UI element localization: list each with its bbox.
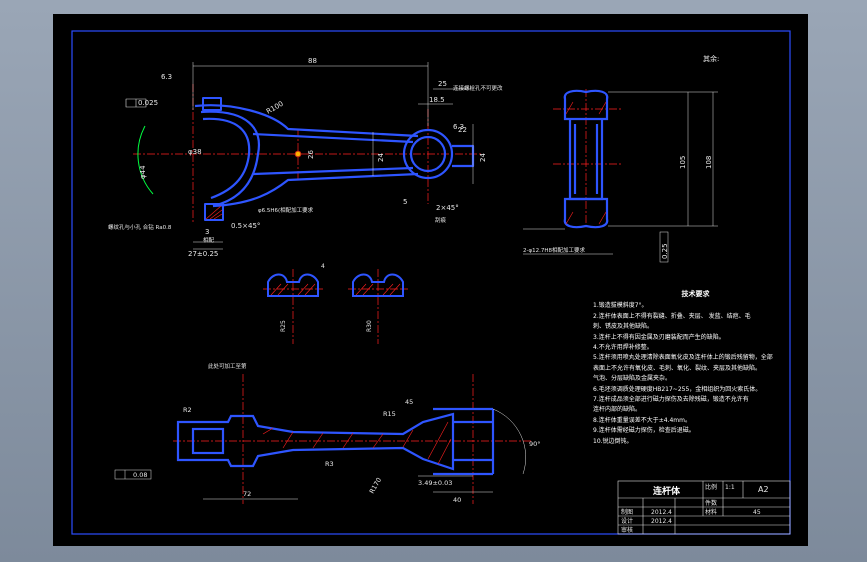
dimension-lines bbox=[192, 62, 474, 250]
designer-label: 设计 bbox=[621, 517, 633, 525]
dim-6-3b: 6.3 bbox=[161, 73, 172, 81]
arc-marker bbox=[137, 125, 154, 195]
drawing-sheet: 88 25 R100 18.5 6.3 26 24 24 22 5 2×45° … bbox=[53, 14, 808, 546]
ratio-value: 1:1 bbox=[725, 484, 735, 491]
tech-req-item: 4.不允许用焊补修整。 bbox=[593, 344, 653, 352]
dim-0-25: 0.25 bbox=[661, 243, 669, 259]
tech-req-title: 技术要求 bbox=[681, 290, 710, 298]
cad-drawing-canvas: 88 25 R100 18.5 6.3 26 24 24 22 5 2×45° … bbox=[71, 30, 791, 535]
material-label: 材料 bbox=[705, 508, 717, 516]
annotation-7: 此处可加工至第 bbox=[208, 362, 247, 370]
tech-req-item: 5.连杆须用喷丸处理清除表面氧化皮及连杆体上的锻后残留物，全部 bbox=[593, 354, 773, 362]
dim-24: 24 bbox=[377, 153, 385, 162]
dim-r100: R100 bbox=[265, 100, 285, 116]
dim-88: 88 bbox=[308, 57, 317, 65]
dim-0-08: 0.08 bbox=[133, 471, 147, 479]
dim-24b: 24 bbox=[479, 153, 487, 162]
dim-r3: R3 bbox=[325, 460, 334, 468]
tech-req-item: 连杆内部的缺陷。 bbox=[593, 406, 642, 414]
dim-r170: R170 bbox=[368, 476, 383, 495]
dim-45: 45 bbox=[405, 398, 413, 406]
tech-req-item: 9.连杆体需经磁力探伤，检查后退磁。 bbox=[593, 427, 695, 435]
dim-6-3: 6.3 bbox=[453, 123, 464, 131]
dim-r2: R2 bbox=[183, 406, 192, 414]
sheet-size: A2 bbox=[758, 485, 769, 494]
tech-req-item: 7.连杆成品须全部进行磁力探伤及去除残磁，锻造不允许有 bbox=[593, 396, 749, 404]
qty-label: 件数 bbox=[705, 499, 717, 507]
dim-22: 22 bbox=[458, 126, 467, 134]
annotation-6: φ6.5H6(相配加工要求 bbox=[258, 206, 314, 214]
dim-5: 5 bbox=[403, 198, 407, 206]
reviewer-label: 审核 bbox=[621, 526, 633, 534]
gdt-frame-top bbox=[125, 98, 147, 108]
dim-r30: R30 bbox=[366, 320, 373, 332]
dim-40: 40 bbox=[453, 496, 461, 504]
dim-3: 3 bbox=[205, 228, 209, 236]
part-name: 连杆体 bbox=[653, 485, 681, 497]
dim-108: 108 bbox=[705, 156, 713, 169]
dim-0-025: 0.025 bbox=[138, 99, 158, 107]
dim-3-46: 3.49±0.03 bbox=[418, 479, 452, 487]
tech-req-item: 刺、锈皮及其他缺陷。 bbox=[593, 323, 654, 331]
tech-req-item: 10.锐边倒钝。 bbox=[593, 437, 633, 445]
dim-phi44: φ44 bbox=[139, 165, 147, 179]
dim-r25: R25 bbox=[280, 320, 287, 332]
dim-phi38: φ38 bbox=[188, 148, 202, 156]
dim-90: 90° bbox=[529, 440, 541, 448]
tech-req-item: 表面上不允许有氧化皮、毛刺、氧化、裂纹、夹层及其他缺陷。 bbox=[593, 364, 762, 372]
bottom-view: 72 40 3.49±0.03 0.08 45 R15 R3 R2 R170 9… bbox=[114, 362, 541, 504]
dim-4: 4 bbox=[321, 263, 325, 270]
tech-req-item: 6.毛坯须调质处理硬度HB217~255，金相组织为回火索氏体。 bbox=[593, 385, 762, 393]
date-1: 2012.4 bbox=[651, 509, 672, 516]
tech-req-item: 2.连杆体表面上不得有裂缝、折叠、夹层、 发蓝、结疤、毛 bbox=[593, 312, 751, 320]
dim-27: 27±0.25 bbox=[188, 250, 218, 258]
date-2: 2012.4 bbox=[651, 518, 672, 525]
section-view-right: R30 bbox=[348, 269, 408, 344]
dim-r15: R15 bbox=[383, 410, 396, 418]
tech-req-item: 1.锻造拔模斜度7°。 bbox=[593, 302, 648, 310]
drawing-border bbox=[71, 30, 791, 535]
annotation-4: 2-φ12.7H8相配加工要求 bbox=[523, 246, 585, 254]
big-end-outline bbox=[194, 104, 419, 208]
section-view-left: R25 4 bbox=[263, 263, 325, 344]
side-view: 105 108 0.25 其余: 2-φ12.7H8相配加工要求 bbox=[523, 54, 719, 263]
dim-0-5x45: 0.5×45° bbox=[231, 222, 260, 230]
tech-req-item: 8.连杆体重量误差不大于±4.4mm。 bbox=[593, 416, 691, 424]
tech-req-item: 3.连杆上不得有因金属及刃磨装配而产生的缺陷。 bbox=[593, 333, 725, 341]
dim-105: 105 bbox=[679, 156, 687, 169]
drafter-label: 制图 bbox=[621, 508, 633, 516]
annotation-3: 相配 bbox=[203, 236, 215, 244]
material-value: 45 bbox=[753, 509, 761, 516]
technical-requirements: 技术要求 1.锻造拔模斜度7°。 2.连杆体表面上不得有裂缝、折叠、夹层、 发蓝… bbox=[593, 289, 798, 447]
oil-hole bbox=[295, 151, 301, 157]
dim-18-5: 18.5 bbox=[429, 96, 445, 104]
main-view bbox=[125, 62, 483, 250]
roughness-note: 其余: bbox=[703, 54, 719, 63]
tech-req-item: 气泡、分层缺陷及金属夹杂。 bbox=[593, 375, 672, 383]
title-block bbox=[617, 480, 791, 535]
dim-26: 26 bbox=[307, 150, 315, 159]
dim-72: 72 bbox=[243, 490, 251, 498]
annotation-5: 螺纹孔与小孔 合钻 Ra0.8 bbox=[108, 223, 172, 231]
annotation-1: 连接螺栓孔不可更改 bbox=[453, 84, 503, 92]
dim-25: 25 bbox=[438, 80, 447, 88]
annotation-2: 刮痕 bbox=[435, 216, 447, 224]
dim-2x45: 2×45° bbox=[436, 204, 459, 212]
ratio-label: 比例 bbox=[705, 483, 717, 491]
